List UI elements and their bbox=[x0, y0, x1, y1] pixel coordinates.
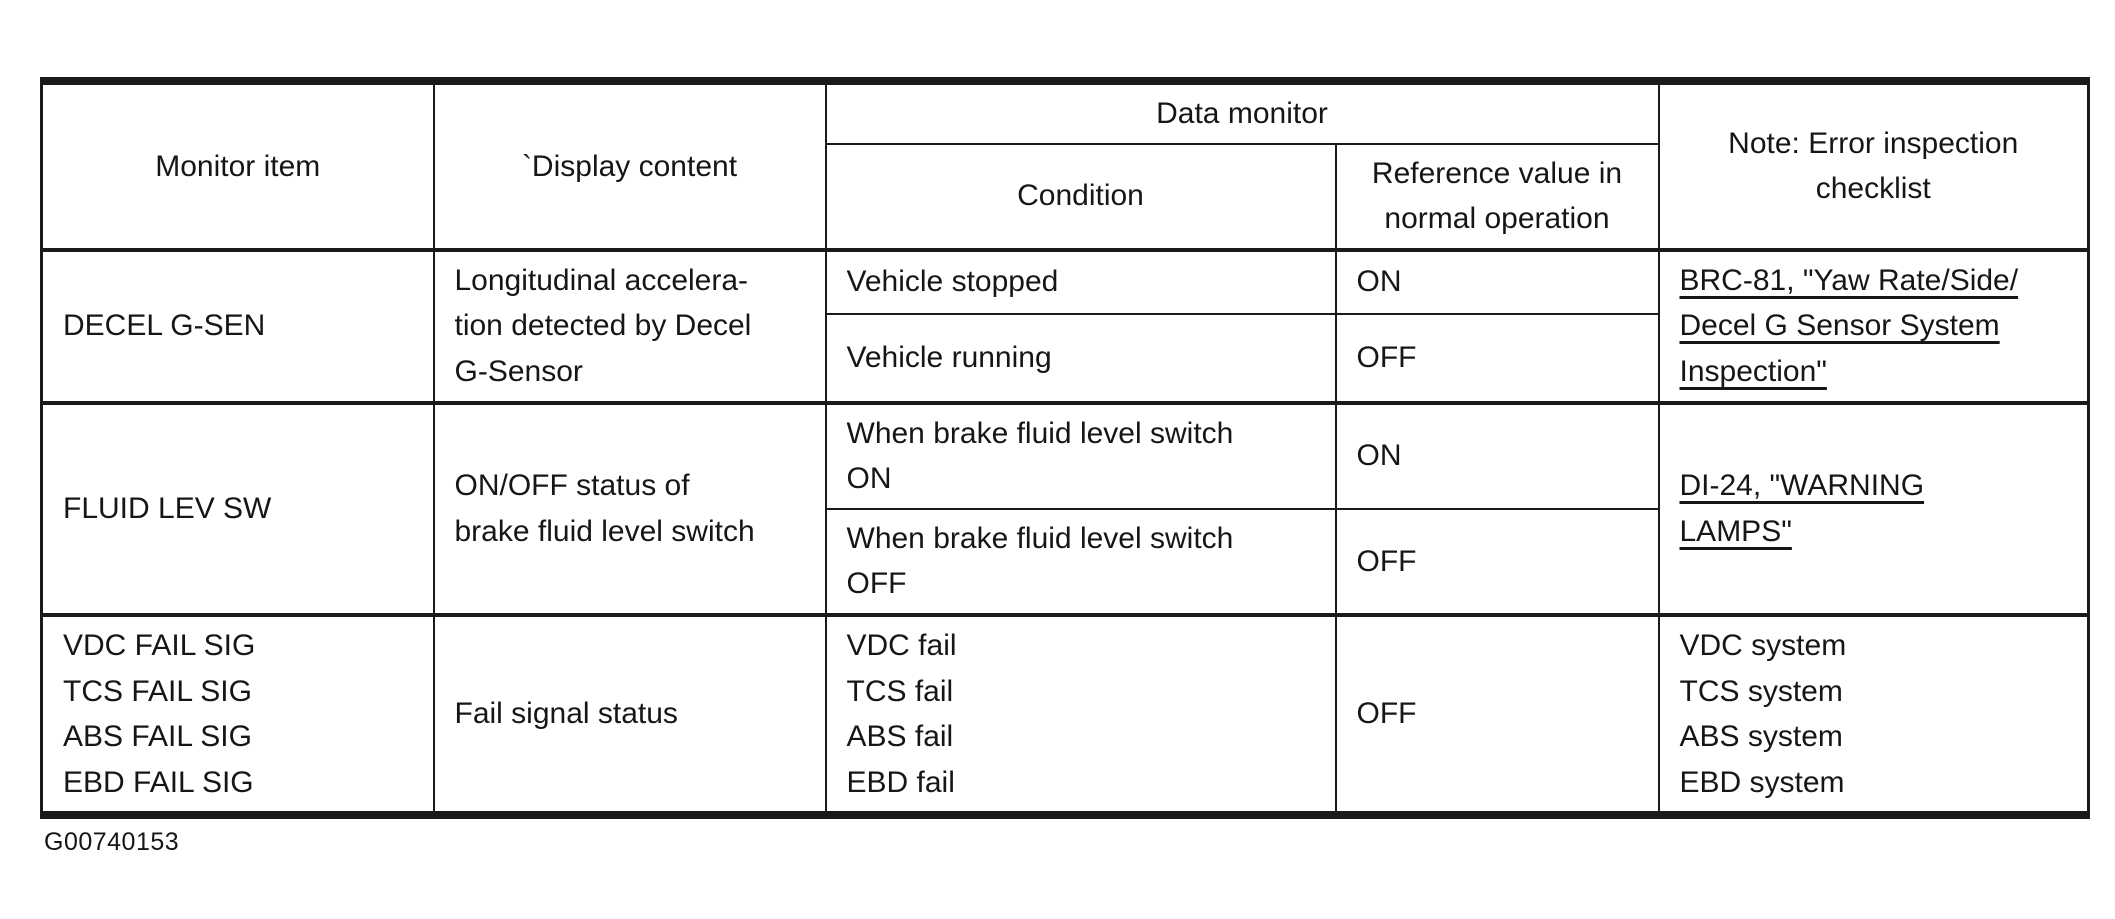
cell-condition: VDC fail TCS fail ABS fail EBD fail bbox=[824, 613, 1337, 817]
header-data-monitor: Data monitor bbox=[824, 80, 1660, 145]
cell-condition: Vehicle stopped bbox=[824, 248, 1337, 315]
cell-reference-value: ON bbox=[1334, 248, 1660, 315]
link-di-24-warning-lamps[interactable]: DI-24, "WARNING LAMPS" bbox=[1679, 469, 1925, 548]
cell-monitor-item-decel-g-sen: DECEL G-SEN bbox=[40, 248, 435, 405]
cell-note: BRC-81, "Yaw Rate/Side/ Decel G Sensor S… bbox=[1657, 248, 2090, 405]
cell-monitor-item-fail-sigs: VDC FAIL SIG TCS FAIL SIG ABS FAIL SIG E… bbox=[40, 613, 435, 817]
header-display-content: `Display content bbox=[432, 80, 827, 252]
cell-reference-value: ON bbox=[1334, 401, 1660, 510]
cell-condition: Vehicle running bbox=[824, 312, 1337, 405]
cell-condition: When brake fluid level switch ON bbox=[824, 401, 1337, 510]
cell-display-content: Longitudinal accelera- tion detected by … bbox=[432, 248, 827, 405]
header-reference-value: Reference value in normal operation bbox=[1334, 142, 1660, 252]
header-condition: Condition bbox=[824, 142, 1337, 252]
header-note-error-inspection-checklist: Note: Error inspection checklist bbox=[1657, 80, 2090, 252]
cell-condition: When brake fluid level switch OFF bbox=[824, 507, 1337, 617]
header-monitor-item: Monitor item bbox=[40, 80, 435, 252]
cell-reference-value: OFF bbox=[1334, 613, 1660, 817]
cell-reference-value: OFF bbox=[1334, 507, 1660, 617]
data-monitor-table: Monitor item `Display content Data monit… bbox=[40, 77, 2090, 820]
figure-code: G00740153 bbox=[44, 828, 180, 856]
cell-display-content: Fail signal status bbox=[432, 613, 827, 817]
cell-reference-value: OFF bbox=[1334, 312, 1660, 405]
link-brc-81-yaw-rate-side-decel-g-sensor[interactable]: BRC-81, "Yaw Rate/Side/ Decel G Sensor S… bbox=[1679, 263, 2019, 388]
cell-note-systems: VDC system TCS system ABS system EBD sys… bbox=[1657, 613, 2090, 817]
cell-note: DI-24, "WARNING LAMPS" bbox=[1657, 401, 2090, 617]
cell-monitor-item-fluid-lev-sw: FLUID LEV SW bbox=[40, 401, 435, 617]
cell-display-content: ON/OFF status of brake fluid level switc… bbox=[432, 401, 827, 617]
